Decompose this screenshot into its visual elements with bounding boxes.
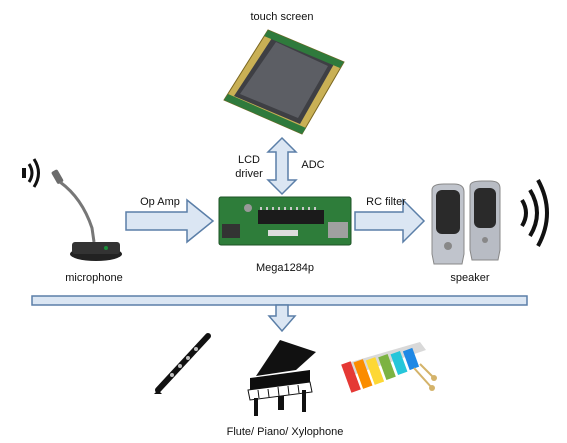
speaker-label: speaker	[450, 272, 490, 284]
microphone-label: microphone	[65, 272, 123, 284]
adc-label: ADC	[301, 159, 325, 171]
instruments-label: Flute/ Piano/ Xylophone	[226, 426, 344, 438]
speaker-sound-waves-icon	[520, 179, 549, 247]
instruments-down-arrow	[267, 304, 297, 333]
rc-filter-arrow	[354, 198, 426, 244]
lcd-adc-double-arrow	[266, 136, 298, 196]
op-amp-arrow	[125, 198, 215, 244]
rc-filter-label: RC filter	[366, 196, 406, 208]
op-amp-label: Op Amp	[140, 196, 180, 208]
lcd-driver-line2: driver	[235, 168, 263, 180]
flute-icon	[154, 333, 211, 394]
lcd-driver-label: LCD driver	[228, 153, 270, 181]
speaker-icon	[431, 180, 501, 265]
piano-icon	[247, 340, 316, 416]
sound-waves-icon	[22, 158, 40, 188]
board-icon	[218, 196, 352, 246]
output-bus-bar	[31, 295, 528, 306]
microcontroller-label: Mega1284p	[255, 262, 315, 274]
microphone-icon	[51, 169, 122, 261]
touch-screen-label: touch screen	[250, 11, 314, 23]
lcd-driver-line1: LCD	[237, 154, 260, 166]
touch-screen-icon	[223, 29, 345, 135]
xylophone-icon	[341, 342, 437, 393]
